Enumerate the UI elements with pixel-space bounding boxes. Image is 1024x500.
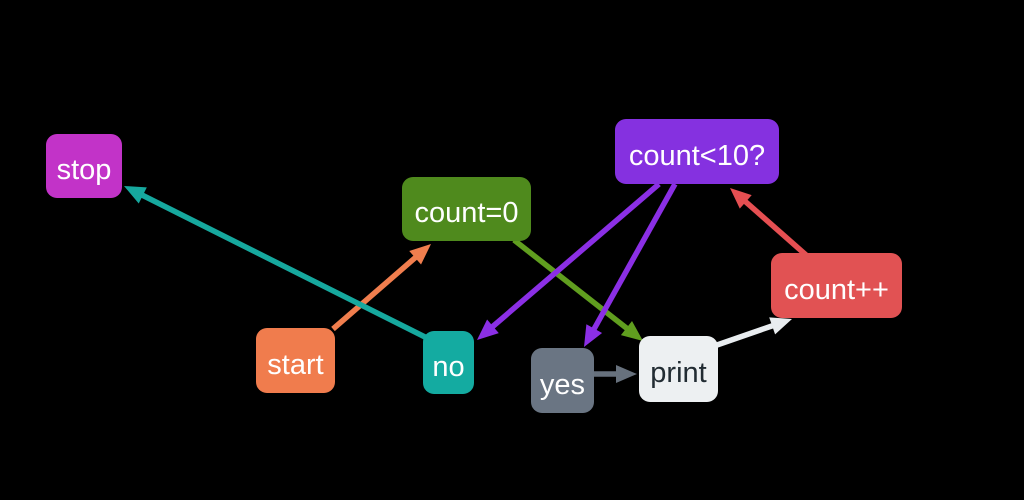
node-yes[interactable]: yes xyxy=(531,348,594,413)
edge-yes-to-print xyxy=(593,365,637,383)
arrowhead-icon xyxy=(584,324,603,347)
edge-line xyxy=(590,182,678,332)
node-label: print xyxy=(650,357,707,389)
node-start[interactable]: start xyxy=(256,328,335,393)
node-label: count++ xyxy=(784,273,889,306)
edge-line xyxy=(139,192,431,342)
node-label: count=0 xyxy=(414,197,519,229)
edge-inc-to-cond xyxy=(730,188,808,258)
node-stop[interactable]: stop xyxy=(46,134,122,198)
edge-line xyxy=(742,198,808,258)
arrowhead-icon xyxy=(477,319,499,340)
arrowhead-icon xyxy=(616,365,637,383)
node-label: count<10? xyxy=(628,139,766,172)
edge-cond-to-yes xyxy=(584,182,678,347)
edge-print-to-inc xyxy=(716,317,792,348)
edge-start-to-count0 xyxy=(331,244,431,332)
arrowhead-icon xyxy=(769,317,792,335)
edge-no-to-stop xyxy=(124,186,431,342)
arrowhead-icon xyxy=(409,244,431,265)
node-cond[interactable]: count<10? xyxy=(615,119,779,184)
node-label: stop xyxy=(56,154,112,186)
edge-line xyxy=(331,254,419,332)
edge-line xyxy=(512,237,630,332)
arrowhead-icon xyxy=(730,188,752,209)
node-count0[interactable]: count=0 xyxy=(402,177,531,241)
arrowhead-icon xyxy=(620,320,643,341)
node-label: no xyxy=(432,350,465,383)
node-label: yes xyxy=(539,368,586,401)
node-no[interactable]: no xyxy=(423,331,474,394)
edge-line xyxy=(716,322,775,348)
node-print[interactable]: print xyxy=(639,336,718,402)
edge-line xyxy=(489,181,661,330)
arrowhead-icon xyxy=(124,186,147,204)
node-inc[interactable]: count++ xyxy=(771,253,902,318)
edge-count0-to-print xyxy=(512,237,643,341)
node-label: start xyxy=(267,348,324,381)
edge-cond-to-no xyxy=(477,181,661,340)
